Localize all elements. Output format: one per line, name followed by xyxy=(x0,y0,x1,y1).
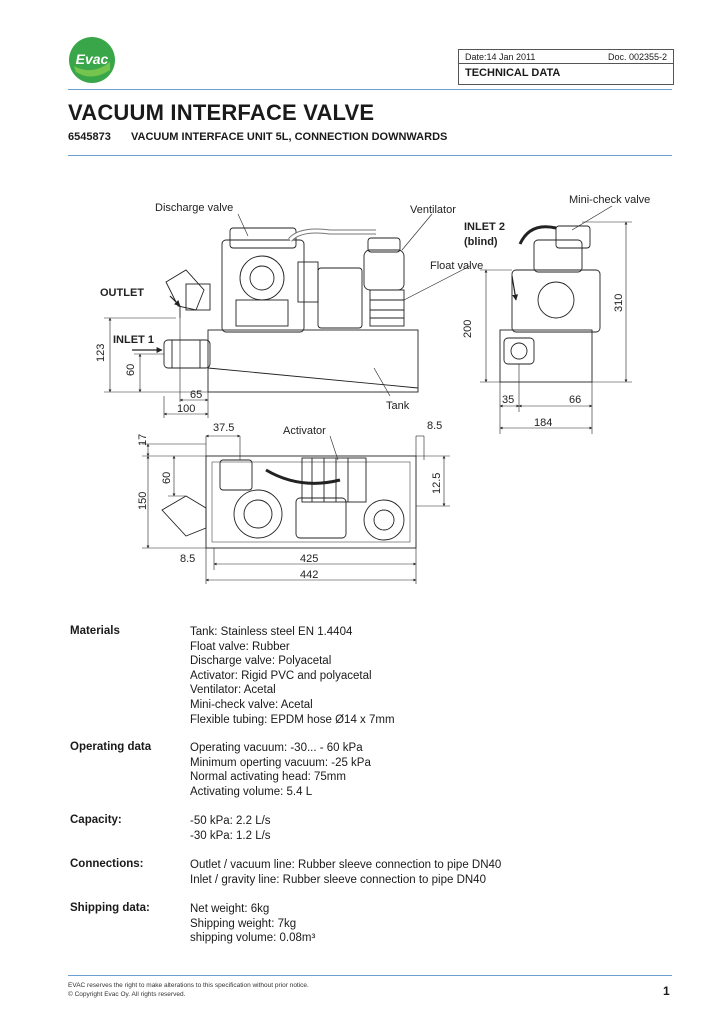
dim-442: 442 xyxy=(300,569,318,581)
label-activator: Activator xyxy=(283,425,326,437)
footer-disclaimer: EVAC reserves the right to make alterati… xyxy=(68,982,309,989)
page-title: VACUUM INTERFACE VALVE xyxy=(68,100,375,125)
spec-line: Shipping weight: 7kg xyxy=(190,917,297,930)
spec-line: -30 kPa: 1.2 L/s xyxy=(190,829,271,842)
spec-line: Inlet / gravity line: Rubber sleeve conn… xyxy=(190,873,486,886)
page-subtitle: 6545873 VACUUM INTERFACE UNIT 5L, CONNECT… xyxy=(68,131,447,143)
spec-line: Float valve: Rubber xyxy=(190,640,290,653)
dim-37-5: 37.5 xyxy=(213,422,234,434)
side-tank xyxy=(499,329,593,383)
dim-184: 184 xyxy=(534,417,552,429)
header-doc-number: Doc. 002355-2 xyxy=(607,52,667,62)
dim-35: 35 xyxy=(502,394,514,406)
footer: EVAC reserves the right to make alterati… xyxy=(68,981,309,999)
spec-line: -50 kPa: 2.2 L/s xyxy=(190,815,271,827)
dim-123: 123 xyxy=(95,344,107,362)
header-box: Date:14 Jan 2011 Doc. 002355-2 TECHNICAL… xyxy=(458,49,674,85)
spec-values: Outlet / vacuum line: Rubber sleeve conn… xyxy=(190,858,630,887)
spec-line: Tank: Stainless steel EN 1.4404 xyxy=(190,626,353,638)
label-discharge-valve: Discharge valve xyxy=(155,202,233,214)
spec-line: Operating vacuum: -30... - 60 kPa xyxy=(190,742,363,754)
dim-200: 200 xyxy=(462,320,474,338)
title-rule xyxy=(68,155,672,156)
header-section: TECHNICAL DATA xyxy=(465,67,561,79)
dim-425: 425 xyxy=(300,553,318,565)
product-code: 6545873 xyxy=(68,131,111,143)
page-number: 1 xyxy=(663,984,670,998)
spec-values: Net weight: 6kg Shipping weight: 7kg shi… xyxy=(190,902,630,946)
spec-line: Outlet / vacuum line: Rubber sleeve conn… xyxy=(190,859,502,871)
technical-drawing: Discharge valve Ventilator Mini-check va… xyxy=(95,194,650,584)
label-inlet-2-blind: (blind) xyxy=(464,236,498,248)
dim-60-top: 60 xyxy=(161,472,173,484)
label-inlet-2: INLET 2 xyxy=(464,221,505,233)
dim-60-front: 60 xyxy=(125,364,137,376)
label-ventilator: Ventilator xyxy=(410,204,456,216)
dim-12-5: 12.5 xyxy=(431,473,443,494)
spec-values: Operating vacuum: -30... - 60 kPa Minimu… xyxy=(190,741,630,799)
dim-100: 100 xyxy=(177,403,195,415)
footer-rule xyxy=(68,975,672,976)
top-tank xyxy=(205,455,417,549)
dim-17: 17 xyxy=(137,434,149,446)
footer-copyright: © Copyright Evac Oy. All rights reserved… xyxy=(68,991,186,998)
spec-line: Activator: Rigid PVC and polyacetal xyxy=(190,669,372,682)
header-rule xyxy=(68,89,672,90)
spec-line: Ventilator: Acetal xyxy=(190,684,276,697)
dim-310: 310 xyxy=(613,294,625,312)
spec-label: Shipping data: xyxy=(70,902,150,914)
spec-values: -50 kPa: 2.2 L/s -30 kPa: 1.2 L/s xyxy=(190,814,630,843)
spec-line: Flexible tubing: EPDM hose Ø14 x 7mm xyxy=(190,713,395,726)
spec-label: Materials xyxy=(70,625,120,637)
spec-line: Normal activating head: 75mm xyxy=(190,771,346,784)
spec-line: Discharge valve: Polyacetal xyxy=(190,655,332,668)
spec-line: Minimum operting vacuum: -25 kPa xyxy=(190,756,371,769)
product-description: VACUUM INTERFACE UNIT 5L, CONNECTION DOW… xyxy=(131,131,448,143)
label-outlet: OUTLET xyxy=(100,287,144,299)
spec-line: Activating volume: 5.4 L xyxy=(190,785,313,798)
spec-line: Net weight: 6kg xyxy=(190,903,270,915)
evac-logo: Evac xyxy=(69,37,115,83)
spec-line: Mini-check valve: Acetal xyxy=(190,698,313,711)
spec-label: Capacity: xyxy=(70,814,122,826)
label-mini-check-valve: Mini-check valve xyxy=(569,194,650,206)
spec-values: Tank: Stainless steel EN 1.4404 Float va… xyxy=(190,625,630,727)
header-date: Date:14 Jan 2011 xyxy=(465,52,536,62)
dim-66: 66 xyxy=(569,394,581,406)
front-tank xyxy=(207,329,419,393)
spec-label: Operating data xyxy=(70,741,152,753)
spec-line: shipping volume: 0.08m³ xyxy=(190,932,316,945)
dim-65: 65 xyxy=(190,389,202,401)
spec-label: Connections: xyxy=(70,858,144,870)
label-inlet-1: INLET 1 xyxy=(113,334,154,346)
dim-8-5-top: 8.5 xyxy=(427,420,442,432)
dim-8-5-bottom: 8.5 xyxy=(180,553,195,565)
label-float-valve: Float valve xyxy=(430,260,483,272)
logo-text: Evac xyxy=(76,51,109,67)
dim-150: 150 xyxy=(137,492,149,510)
label-tank: Tank xyxy=(386,400,410,412)
